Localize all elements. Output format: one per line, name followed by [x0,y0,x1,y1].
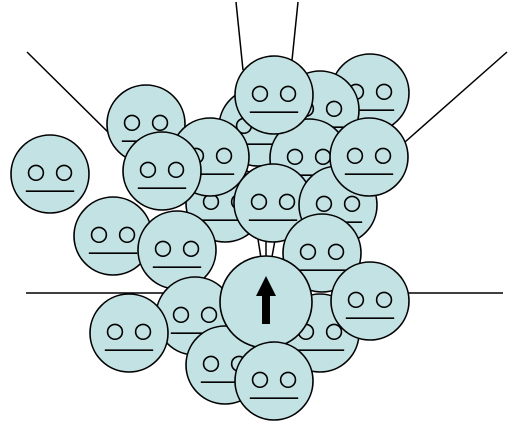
neutral-face-icon [235,56,313,134]
neutral-face-icon [330,118,408,196]
neutral-face-icon [138,211,216,289]
central-figure [220,256,312,348]
top-left-vertical-line [236,2,243,70]
neutral-face-icon [123,132,201,210]
neutral-face-icon [11,135,89,213]
neutral-face-icon [235,342,313,420]
upper-right-diagonal-line [405,52,507,142]
neutral-face-icon [90,294,168,372]
crowd-of-faces [11,54,409,420]
upper-left-diagonal-line [27,52,118,142]
neutral-face-icon [331,262,409,340]
